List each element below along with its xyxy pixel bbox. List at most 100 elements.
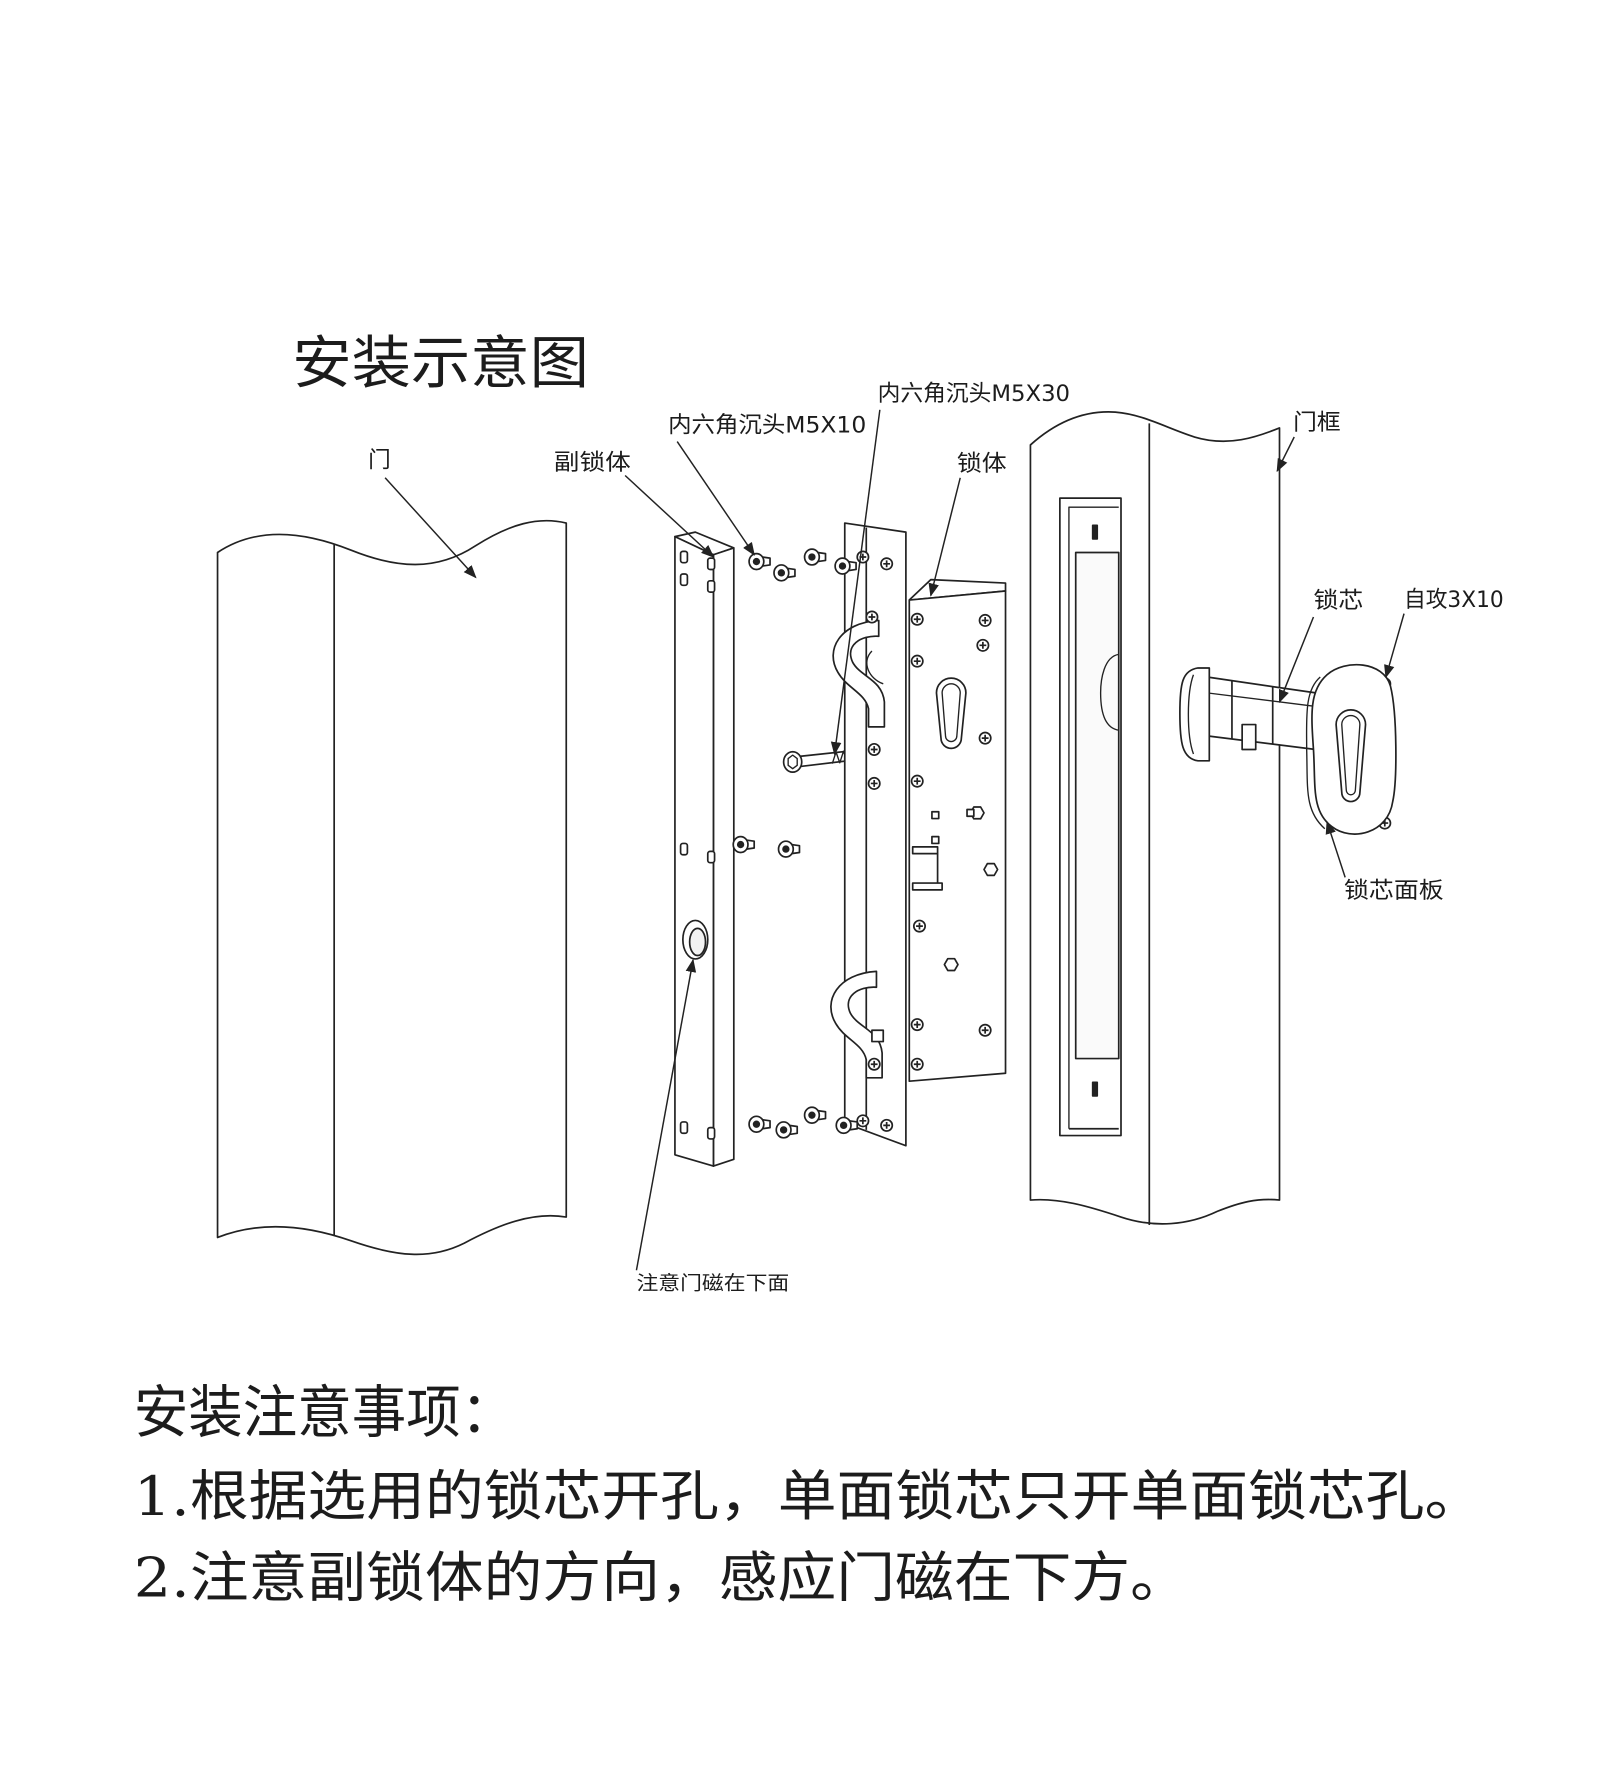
m5x10-screw — [835, 1116, 859, 1135]
phillips-screw — [978, 1023, 992, 1037]
m5x10-screw — [803, 548, 827, 566]
phillips-screw — [880, 557, 894, 571]
door-frame — [1029, 411, 1281, 1225]
phillips-screw — [880, 1118, 894, 1132]
plate-mounting-hole — [679, 573, 689, 587]
notes-heading: 安装注意事项： — [134, 1380, 516, 1446]
phillips-screw-cross — [883, 560, 891, 568]
label-lock-cylinder: 锁芯 — [1313, 588, 1363, 614]
label-screw-m5x30: 内六角沉头M5X30 — [878, 381, 1070, 407]
lock-case-keyhole — [935, 677, 967, 750]
m5x10-screw-socket — [839, 1121, 848, 1130]
upper-hook — [832, 619, 886, 728]
part-labels: 门 副锁体 内六角沉头M5X10 内六角沉头M5X30 锁体 门框 锁芯 自攻3… — [368, 381, 1504, 1295]
cylinder-cam — [1241, 723, 1257, 751]
phillips-screw — [910, 654, 924, 668]
m5x10-screw-socket — [838, 562, 847, 570]
diagram-title: 安装示意图 — [292, 331, 589, 397]
lock-case-front — [908, 590, 1007, 1083]
lock-case-keyhole-inner — [941, 683, 961, 743]
phillips-screw — [912, 919, 926, 933]
phillips-screw-cross — [913, 657, 921, 665]
plate-mounting-hole — [679, 1121, 689, 1135]
door-frame-leader — [1276, 436, 1295, 473]
phillips-screw-cross — [870, 746, 878, 753]
bolt-slot-lower — [911, 882, 943, 891]
hex-hole — [943, 957, 959, 972]
door-outline — [216, 519, 568, 1256]
plate-mounting-hole — [679, 842, 689, 856]
lock-body-leader — [928, 477, 961, 597]
m5x10-screw-socket — [808, 553, 816, 561]
phillips-screw — [910, 1057, 924, 1071]
phillips-screw — [910, 774, 924, 788]
phillips-screw-cross — [981, 1026, 989, 1034]
phillips-screw-cross — [979, 641, 987, 649]
m5x10-screw-socket — [779, 1126, 788, 1134]
lock-cylinder-leader — [1278, 616, 1315, 704]
label-secondary-lock-body: 副锁体 — [554, 450, 631, 476]
bolt-slot-upper — [911, 845, 939, 855]
leader-lines — [384, 409, 1405, 1271]
m5x10-leader — [676, 441, 755, 556]
phillips-screw — [867, 742, 881, 756]
phillips-screw-cross — [859, 1117, 867, 1125]
cylinder-barrel-highlight — [1206, 692, 1316, 708]
m5x10-screw — [834, 557, 857, 575]
m5x10-screw — [773, 564, 796, 582]
m5x10-screw — [777, 840, 801, 858]
installation-notes: 安装注意事项： 1.根据选用的锁芯开孔，单面锁芯只开单面锁芯孔。 2.注意副锁体… — [134, 1380, 1484, 1609]
phillips-screw-cross — [870, 1060, 878, 1068]
cylinder-panel-back-edge — [1305, 676, 1326, 830]
phillips-screw — [867, 776, 881, 790]
phillips-screw-cross — [913, 777, 921, 785]
cylinder-barrel — [1206, 676, 1317, 751]
secondary-lock-body-leader — [624, 474, 715, 558]
label-lock-body: 锁体 — [957, 451, 1007, 477]
phillips-screw-cross — [916, 922, 923, 930]
self-tapping-screw-leader — [1384, 613, 1405, 679]
m5x10-screw — [803, 1106, 827, 1124]
label-cylinder-panel: 锁芯面板 — [1344, 878, 1444, 904]
m5x10-screw-socket — [808, 1111, 816, 1119]
phillips-screw-cross — [981, 734, 989, 742]
frame-strike-pocket — [1074, 551, 1120, 1060]
m5x10-screw-socket — [777, 569, 786, 577]
drawing — [216, 409, 1405, 1271]
notes-item: 2.注意副锁体的方向，感应门磁在下方。 — [134, 1546, 1189, 1609]
door-magnet-leader — [635, 958, 697, 1271]
phillips-screw-cross — [883, 1121, 891, 1129]
plate-mounting-hole — [706, 850, 716, 864]
lock-body — [908, 578, 1007, 1083]
secondary-plate-side — [712, 547, 735, 1167]
door-leader — [384, 477, 477, 579]
frame-slot-upper — [1091, 524, 1099, 540]
lock-faceplate — [830, 522, 907, 1147]
cylinder-panel — [1305, 663, 1397, 835]
phillips-screw-cross — [913, 1021, 921, 1028]
phillips-screw-cross — [981, 617, 989, 624]
m5x10-screw-socket — [752, 1120, 761, 1128]
phillips-screw — [978, 731, 992, 745]
frame-recess-inner — [1068, 506, 1119, 1129]
label-door-magnet-note: 注意门磁在下面 — [636, 1272, 789, 1295]
phillips-screw — [867, 1057, 881, 1071]
label-screw-m5x10: 内六角沉头M5X10 — [668, 412, 866, 438]
phillips-screw — [856, 550, 870, 564]
phillips-screw — [910, 612, 924, 626]
m5x10-screw-socket — [736, 840, 745, 849]
phillips-screw — [976, 638, 990, 652]
lower-hook-latch — [871, 1029, 885, 1043]
label-door: 门 — [368, 448, 391, 474]
label-self-tapping-screw: 自攻3X10 — [1404, 587, 1504, 613]
phillips-screw — [978, 613, 992, 627]
phillips-screw — [856, 1114, 870, 1128]
phillips-screw-cross — [913, 1060, 921, 1068]
hex-hole — [983, 862, 999, 877]
square-hole — [966, 808, 975, 818]
label-door-frame: 门框 — [1293, 410, 1341, 436]
door — [216, 519, 568, 1256]
m5x10-screw — [732, 835, 756, 854]
cylinder-panel-leader — [1325, 820, 1346, 878]
